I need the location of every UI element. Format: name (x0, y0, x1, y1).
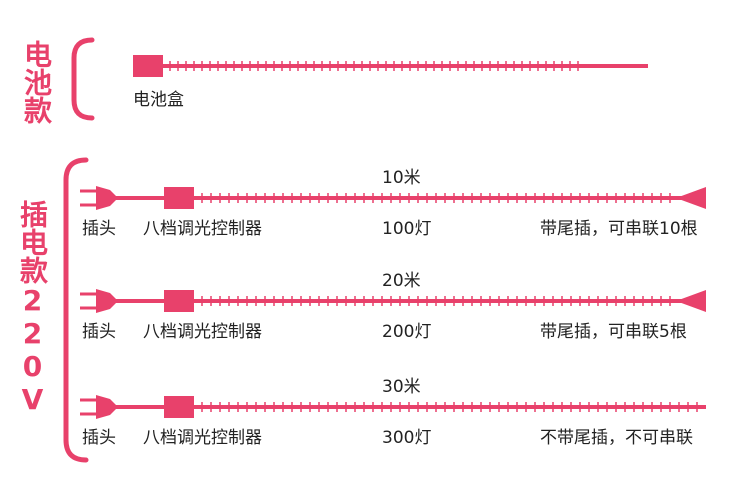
row2-controller-label: 八档调光控制器 (143, 322, 262, 342)
battery-bulbs (169, 61, 579, 71)
row3-length: 30米 (382, 377, 421, 397)
row1-plug-label: 插头 (82, 219, 116, 239)
plug-string-3 (80, 395, 706, 419)
row2-plug-label: 插头 (82, 322, 116, 342)
plug-bracket (63, 157, 89, 463)
bulbs (201, 296, 671, 306)
row3-lights-label: 300灯 (382, 428, 432, 448)
row3-note: 不带尾插，不可串联 (540, 428, 693, 448)
controller-box (164, 290, 194, 312)
row3-plug-label: 插头 (82, 428, 116, 448)
plug-icon (80, 289, 118, 313)
plug-icon (80, 395, 118, 419)
plug-string-2 (80, 289, 706, 313)
row2-lights-label: 200灯 (382, 322, 432, 342)
row1-lights-label: 100灯 (382, 219, 432, 239)
plug-string-1 (80, 186, 706, 210)
row2-note: 带尾插，可串联5根 (540, 322, 687, 342)
battery-bracket (71, 37, 95, 121)
row1-controller-label: 八档调光控制器 (143, 219, 262, 239)
plug-section-label: 插电款220V (16, 200, 49, 416)
battery-light-string (133, 55, 648, 77)
bulbs (201, 402, 698, 412)
controller-box (164, 396, 194, 418)
tail-plug-icon (676, 187, 706, 209)
row3-controller-label: 八档调光控制器 (143, 428, 262, 448)
controller-box (164, 187, 194, 209)
battery-box-label: 电池盒 (133, 90, 184, 110)
battery-section-label: 电池款 (20, 40, 53, 124)
plug-icon (80, 186, 118, 210)
row2-length: 20米 (382, 271, 421, 291)
row1-note: 带尾插，可串联10根 (540, 219, 698, 239)
bulbs (201, 193, 671, 203)
battery-box (133, 55, 163, 77)
tail-plug-icon (676, 290, 706, 312)
row1-length: 10米 (382, 168, 421, 188)
